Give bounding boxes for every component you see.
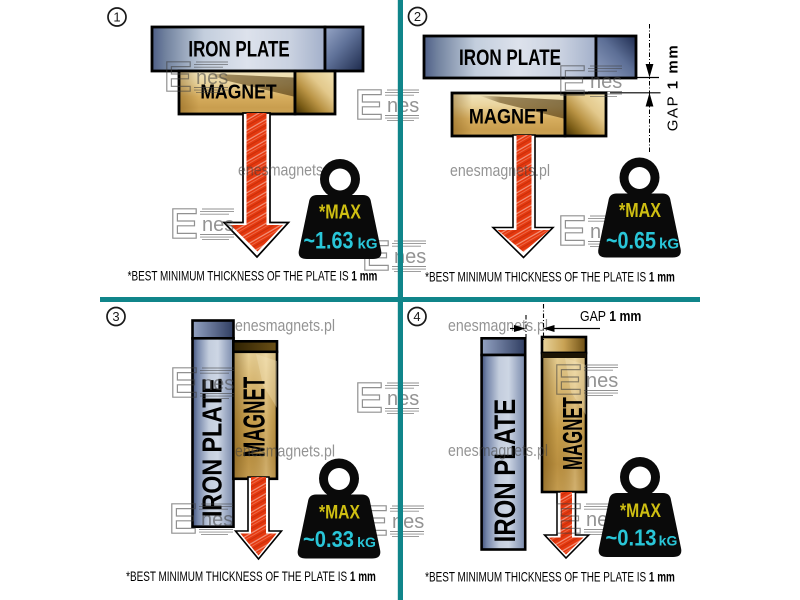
svg-text:IRON PLATE: IRON PLATE — [198, 378, 228, 517]
svg-text:enesmagnets.pl: enesmagnets.pl — [448, 316, 548, 335]
svg-text:~0.13: ~0.13 — [606, 525, 657, 551]
svg-text:~0.33: ~0.33 — [303, 526, 354, 552]
svg-text:*MAX: *MAX — [620, 501, 661, 522]
svg-text:IRON PLATE: IRON PLATE — [487, 399, 521, 543]
svg-text:3: 3 — [112, 309, 119, 324]
svg-text:*BEST MINIMUM THICKNESS OF THE: *BEST MINIMUM THICKNESS OF THE PLATE IS … — [425, 569, 675, 585]
svg-text:GAP 1 mm: GAP 1 mm — [665, 44, 682, 132]
svg-text:1: 1 — [113, 10, 120, 25]
svg-text:2: 2 — [414, 9, 421, 24]
svg-text:IRON PLATE: IRON PLATE — [459, 46, 561, 71]
svg-text:GAP 1 mm: GAP 1 mm — [580, 308, 641, 324]
svg-text:*MAX: *MAX — [319, 202, 362, 224]
svg-text:*BEST MINIMUM THICKNESS OF THE: *BEST MINIMUM THICKNESS OF THE PLATE IS … — [128, 268, 378, 284]
svg-text:*MAX: *MAX — [619, 200, 662, 222]
svg-text:enesmagnets.pl: enesmagnets.pl — [238, 161, 338, 180]
svg-text:~1.63: ~1.63 — [304, 228, 354, 255]
svg-text:*BEST MINIMUM THICKNESS OF THE: *BEST MINIMUM THICKNESS OF THE PLATE IS … — [126, 568, 376, 584]
svg-text:MAGNET: MAGNET — [469, 105, 547, 129]
svg-text:MAGNET: MAGNET — [557, 397, 589, 470]
svg-text:enesmagnets.pl: enesmagnets.pl — [235, 442, 335, 461]
svg-text:kG: kG — [357, 236, 377, 253]
svg-text:IRON PLATE: IRON PLATE — [188, 37, 289, 62]
svg-text:*MAX: *MAX — [319, 503, 360, 524]
svg-text:MAGNET: MAGNET — [238, 376, 272, 457]
svg-text:enesmagnets.pl: enesmagnets.pl — [235, 316, 335, 335]
svg-text:enesmagnets.pl: enesmagnets.pl — [450, 161, 550, 180]
svg-text:*BEST MINIMUM THICKNESS OF THE: *BEST MINIMUM THICKNESS OF THE PLATE IS … — [425, 269, 675, 285]
svg-text:kG: kG — [659, 236, 679, 253]
svg-text:enesmagnets.pl: enesmagnets.pl — [448, 441, 548, 460]
svg-text:kG: kG — [357, 534, 376, 550]
svg-text:~0.65: ~0.65 — [606, 228, 656, 255]
svg-text:kG: kG — [659, 533, 678, 549]
svg-text:4: 4 — [413, 309, 420, 324]
